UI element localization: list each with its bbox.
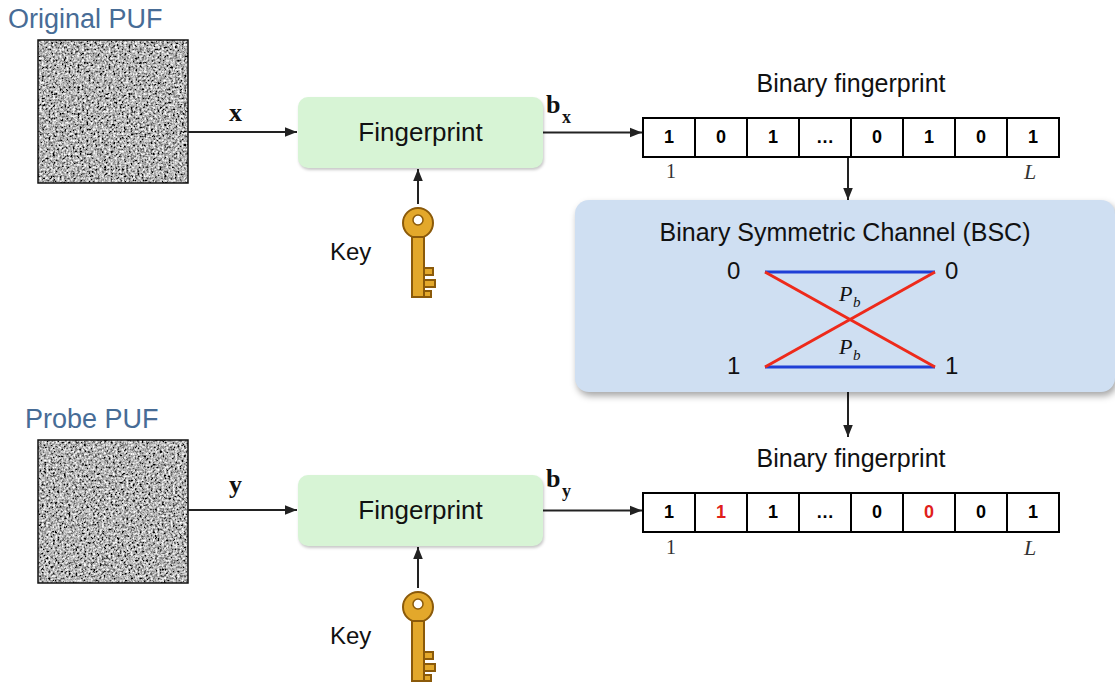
bit-cell: 0: [850, 117, 904, 158]
node-text: …: [816, 502, 834, 523]
bit-row: 1 0 1 … 0 1 0 1: [642, 117, 1060, 158]
node-text: 1: [664, 502, 674, 523]
signal-name: b: [546, 92, 560, 118]
node-text: 0: [872, 127, 882, 148]
node-text: 0: [872, 502, 882, 523]
bit-cell: 1: [902, 117, 956, 158]
signal-name: x: [229, 100, 242, 126]
key-icon: [403, 592, 435, 681]
index-label: L: [1024, 537, 1036, 559]
channel-line: [765, 366, 935, 369]
section-title: Probe PUF: [25, 406, 159, 433]
channel-line: [765, 271, 935, 274]
process-box: Fingerprint: [298, 475, 543, 546]
signal-name: b: [546, 466, 560, 492]
node-text: Fingerprint: [358, 495, 482, 526]
bit-cell: 0: [694, 117, 748, 158]
flow-arrow: [847, 392, 849, 437]
node-text: Binary Symmetric Channel (BSC): [660, 218, 1031, 247]
node-text: Binary fingerprint: [642, 62, 1060, 117]
node-text: 0: [716, 127, 726, 148]
index-label: L: [1024, 161, 1036, 183]
flow-arrow: [543, 510, 642, 512]
bit-array: Binary fingerprint 1 1 1 … 0 0 0 1: [642, 437, 1060, 533]
signal-subscript: y: [562, 482, 571, 500]
bit-cell: 1: [746, 492, 800, 533]
flow-arrow: [543, 132, 642, 134]
index-label: 1: [666, 537, 676, 557]
node-text: Binary fingerprint: [642, 437, 1060, 492]
bit-cell: …: [798, 492, 852, 533]
bit-symbol: 0: [727, 259, 740, 283]
node-text: 0: [976, 127, 986, 148]
key-label: Key: [330, 240, 371, 264]
node-text: 1: [1028, 502, 1038, 523]
signal-name: y: [229, 472, 242, 498]
bit-cell: 0: [850, 492, 904, 533]
probability-subscript: b: [853, 295, 861, 310]
crossover-line: [765, 272, 935, 367]
bit-cell: 1: [642, 117, 696, 158]
node-text: 0: [924, 502, 934, 523]
node-text: 1: [768, 127, 778, 148]
channel-box: Binary Symmetric Channel (BSC): [575, 200, 1115, 392]
bit-symbol: 1: [945, 354, 958, 378]
node-text: …: [816, 127, 834, 148]
bit-row: 1 1 1 … 0 0 0 1: [642, 492, 1060, 533]
flow-arrow: [847, 158, 849, 200]
probability-label: P: [839, 336, 852, 358]
bit-array: Binary fingerprint 1 0 1 … 0 1 0 1: [642, 62, 1060, 158]
bit-cell: 0: [954, 492, 1008, 533]
crossover-line: [765, 272, 935, 367]
bit-symbol: 1: [727, 354, 740, 378]
node-text: 1: [716, 502, 726, 523]
puf-image: [38, 40, 188, 183]
bit-cell: 1: [694, 492, 748, 533]
puf-image: [38, 440, 188, 583]
input-arrow: [188, 509, 297, 511]
key-arrow: [417, 169, 419, 204]
key-label: Key: [330, 624, 371, 648]
bit-cell: 1: [642, 492, 696, 533]
node-text: 0: [976, 502, 986, 523]
node-text: Fingerprint: [358, 117, 482, 148]
bit-cell: 0: [954, 117, 1008, 158]
node-text: 1: [664, 127, 674, 148]
key-arrow: [417, 547, 419, 588]
bit-cell: 1: [746, 117, 800, 158]
signal-subscript: x: [562, 108, 571, 126]
input-arrow: [188, 131, 297, 133]
probability-label: P: [839, 283, 852, 305]
node-text: 1: [1028, 127, 1038, 148]
probability-subscript: b: [853, 348, 861, 363]
bit-cell: 1: [1006, 117, 1060, 158]
index-label: 1: [666, 161, 676, 181]
bit-cell: 0: [902, 492, 956, 533]
key-icon: [403, 208, 435, 297]
bit-cell: 1: [1006, 492, 1060, 533]
node-text: 1: [768, 502, 778, 523]
bit-cell: …: [798, 117, 852, 158]
section-title: Original PUF: [8, 6, 163, 33]
bit-symbol: 0: [945, 259, 958, 283]
node-text: 1: [924, 127, 934, 148]
process-box: Fingerprint: [298, 97, 543, 168]
